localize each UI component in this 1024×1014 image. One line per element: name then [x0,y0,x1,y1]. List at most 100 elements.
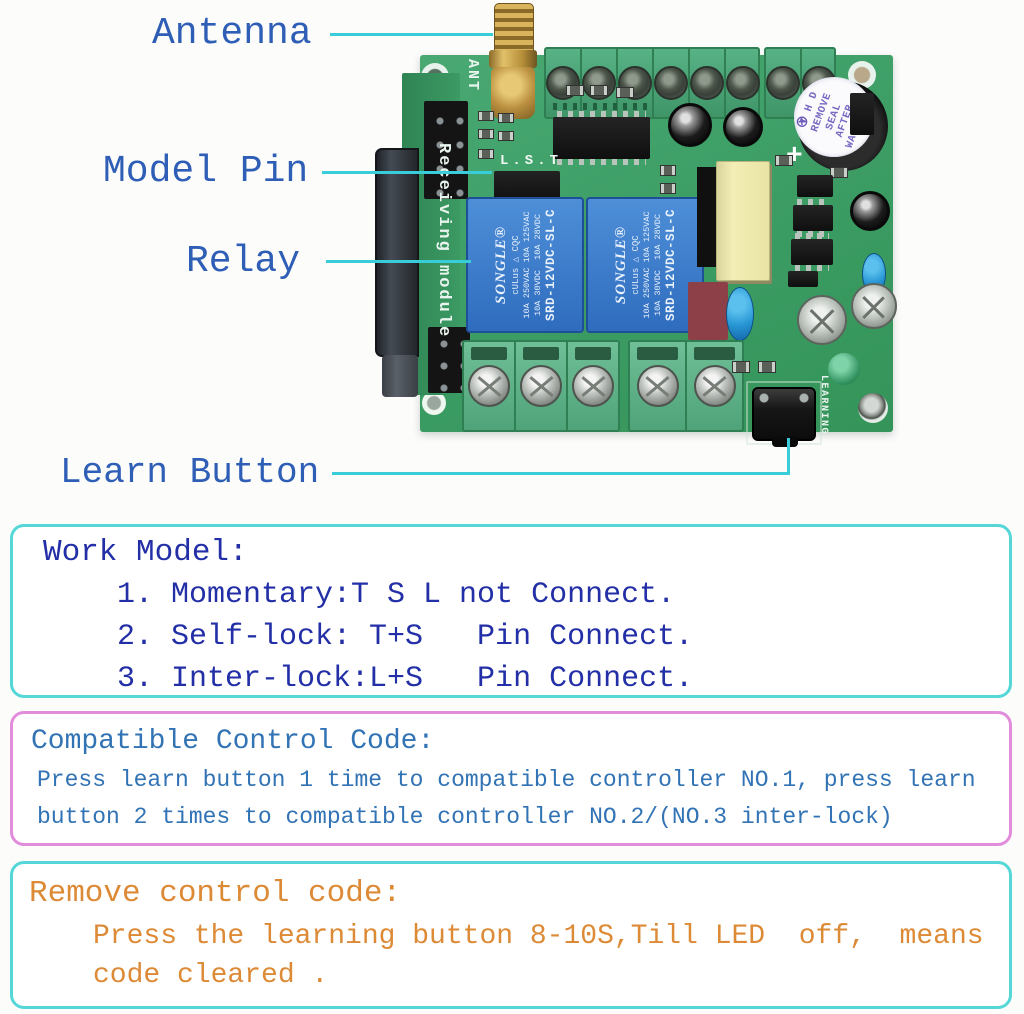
ant-silkscreen: ANT [464,59,481,93]
pin-header [424,101,468,199]
wire-slot [637,347,678,360]
terminal-cell [685,342,742,430]
terminal-screw [693,365,736,407]
capacitor [850,191,890,231]
wire-slot [575,347,611,360]
capacitor-silver [851,283,897,329]
capacitor [723,107,763,147]
capacitor-silver [797,295,847,345]
smd-resistor [498,131,514,141]
wire-slot [523,347,559,360]
model-pin-pointer-line [322,171,492,174]
terminal-screw [572,365,614,407]
terminal-cell [514,342,566,430]
learn-button-pointer-line-h [332,472,790,475]
terminal-cell [724,49,760,117]
smd-resistor [660,183,676,194]
relay-2-markings: SONGLE® cULus △ CQC 10A 250VAC 10A 125VA… [588,199,702,331]
terminal-screw [690,66,724,100]
smd-resistor [498,113,514,123]
terminal-screw [618,66,652,100]
terminal-cell [652,49,688,117]
antenna-pointer-line [330,33,493,36]
terminal-screw [636,365,679,407]
relay-1: SONGLE® cULus △ CQC 10A 250VAC 10A 125VA… [466,197,584,333]
work-model-item: 3. Inter-lock:L+S Pin Connect. [117,662,694,696]
learn-button [752,387,816,441]
terminal-cell [464,342,514,430]
relay-model: SRD-12VDC-SL-C [543,208,558,322]
terminal-screw [766,66,800,100]
smd-resistor [758,361,776,373]
learn-button-pointer-line-v [787,438,790,475]
transformer [716,161,770,281]
antenna-label: Antenna [152,12,312,55]
smd-resistor [616,87,634,98]
relay-cert-marks: cULus △ CQC [630,235,641,295]
terminal-screw [520,365,562,407]
smd-resistor [478,111,494,121]
corner-screw [858,393,888,423]
terminal-screw [468,365,510,407]
power-resistor [688,282,728,340]
remove-line: Press the learning button 8-10S,Till LED… [93,921,984,952]
work-model-item: 1. Momentary:T S L not Connect. [117,578,676,612]
dip-ic-chip [553,111,650,165]
learning-silkscreen: LEARNING [818,375,829,436]
smd-resistor [660,165,676,176]
varistor [726,287,754,341]
model-pin-label: Model Pin [103,150,309,193]
smd-resistor [478,129,494,139]
mounting-hole [422,391,446,415]
compatible-title: Compatible Control Code: [31,726,435,757]
relay-pointer-line [326,260,471,263]
smd-resistor [732,361,750,373]
capacitor [668,103,712,147]
relay-label: Relay [186,240,301,283]
relay-rating: 10A 250VAC 10A 125VAC [641,211,652,319]
transistor [797,175,833,197]
antenna-connector-nut [489,50,537,68]
terminal-block-top-2 [764,47,836,119]
connector-small [382,355,418,397]
smd-resistor [830,167,848,178]
soic-ic [791,233,833,271]
relay-2: SONGLE® cULus △ CQC 10A 250VAC 10A 125VA… [586,197,704,333]
terminal-block-bottom [462,340,620,432]
terminal-screw [726,66,760,100]
soic-ic [793,199,833,237]
terminal-cell [688,49,724,117]
relay-model: SRD-12VDC-SL-C [663,208,678,322]
antenna-connector-thread [494,3,534,55]
remove-line: code cleared . [93,960,329,991]
smd-resistor [478,149,494,159]
work-model-item: 2. Self-lock: T+S Pin Connect. [117,620,694,654]
via-row [553,103,653,110]
antenna-connector-body [491,67,535,119]
transistor [850,93,874,135]
remove-title: Remove control code: [29,876,402,911]
receiving-module-silkscreen: Receiving module [434,143,453,339]
relay-rating: 10A 30VDC 10A 28VDC [652,213,663,317]
smd-resistor [775,155,793,166]
learn-button-label: Learn Button [60,452,320,493]
terminal-cell [616,49,652,117]
terminal-screw [654,66,688,100]
db-connector [375,148,419,357]
relay-brand: SONGLE® [612,225,629,305]
work-model-title: Work Model: [43,535,248,570]
learn-button-stem [772,437,798,447]
terminal-cell [566,342,618,430]
terminal-block-bottom-2 [628,340,744,432]
compatible-line: Press learn button 1 time to compatible … [37,767,976,793]
crosshair-icon: ⊕ [796,112,809,135]
green-led [828,353,860,385]
mode-pins-silkscreen: L.S.T [500,153,563,169]
work-model-box: Work Model: 1. Momentary:T S L not Conne… [10,524,1012,698]
pcb-photo: Receiving module ANT T H D [375,3,897,447]
relay-brand: SONGLE® [492,225,509,305]
relay-1-markings: SONGLE® cULus △ CQC 10A 250VAC 10A 125VA… [468,199,582,331]
wire-slot [694,347,735,360]
relay-cert-marks: cULus △ CQC [510,235,521,295]
